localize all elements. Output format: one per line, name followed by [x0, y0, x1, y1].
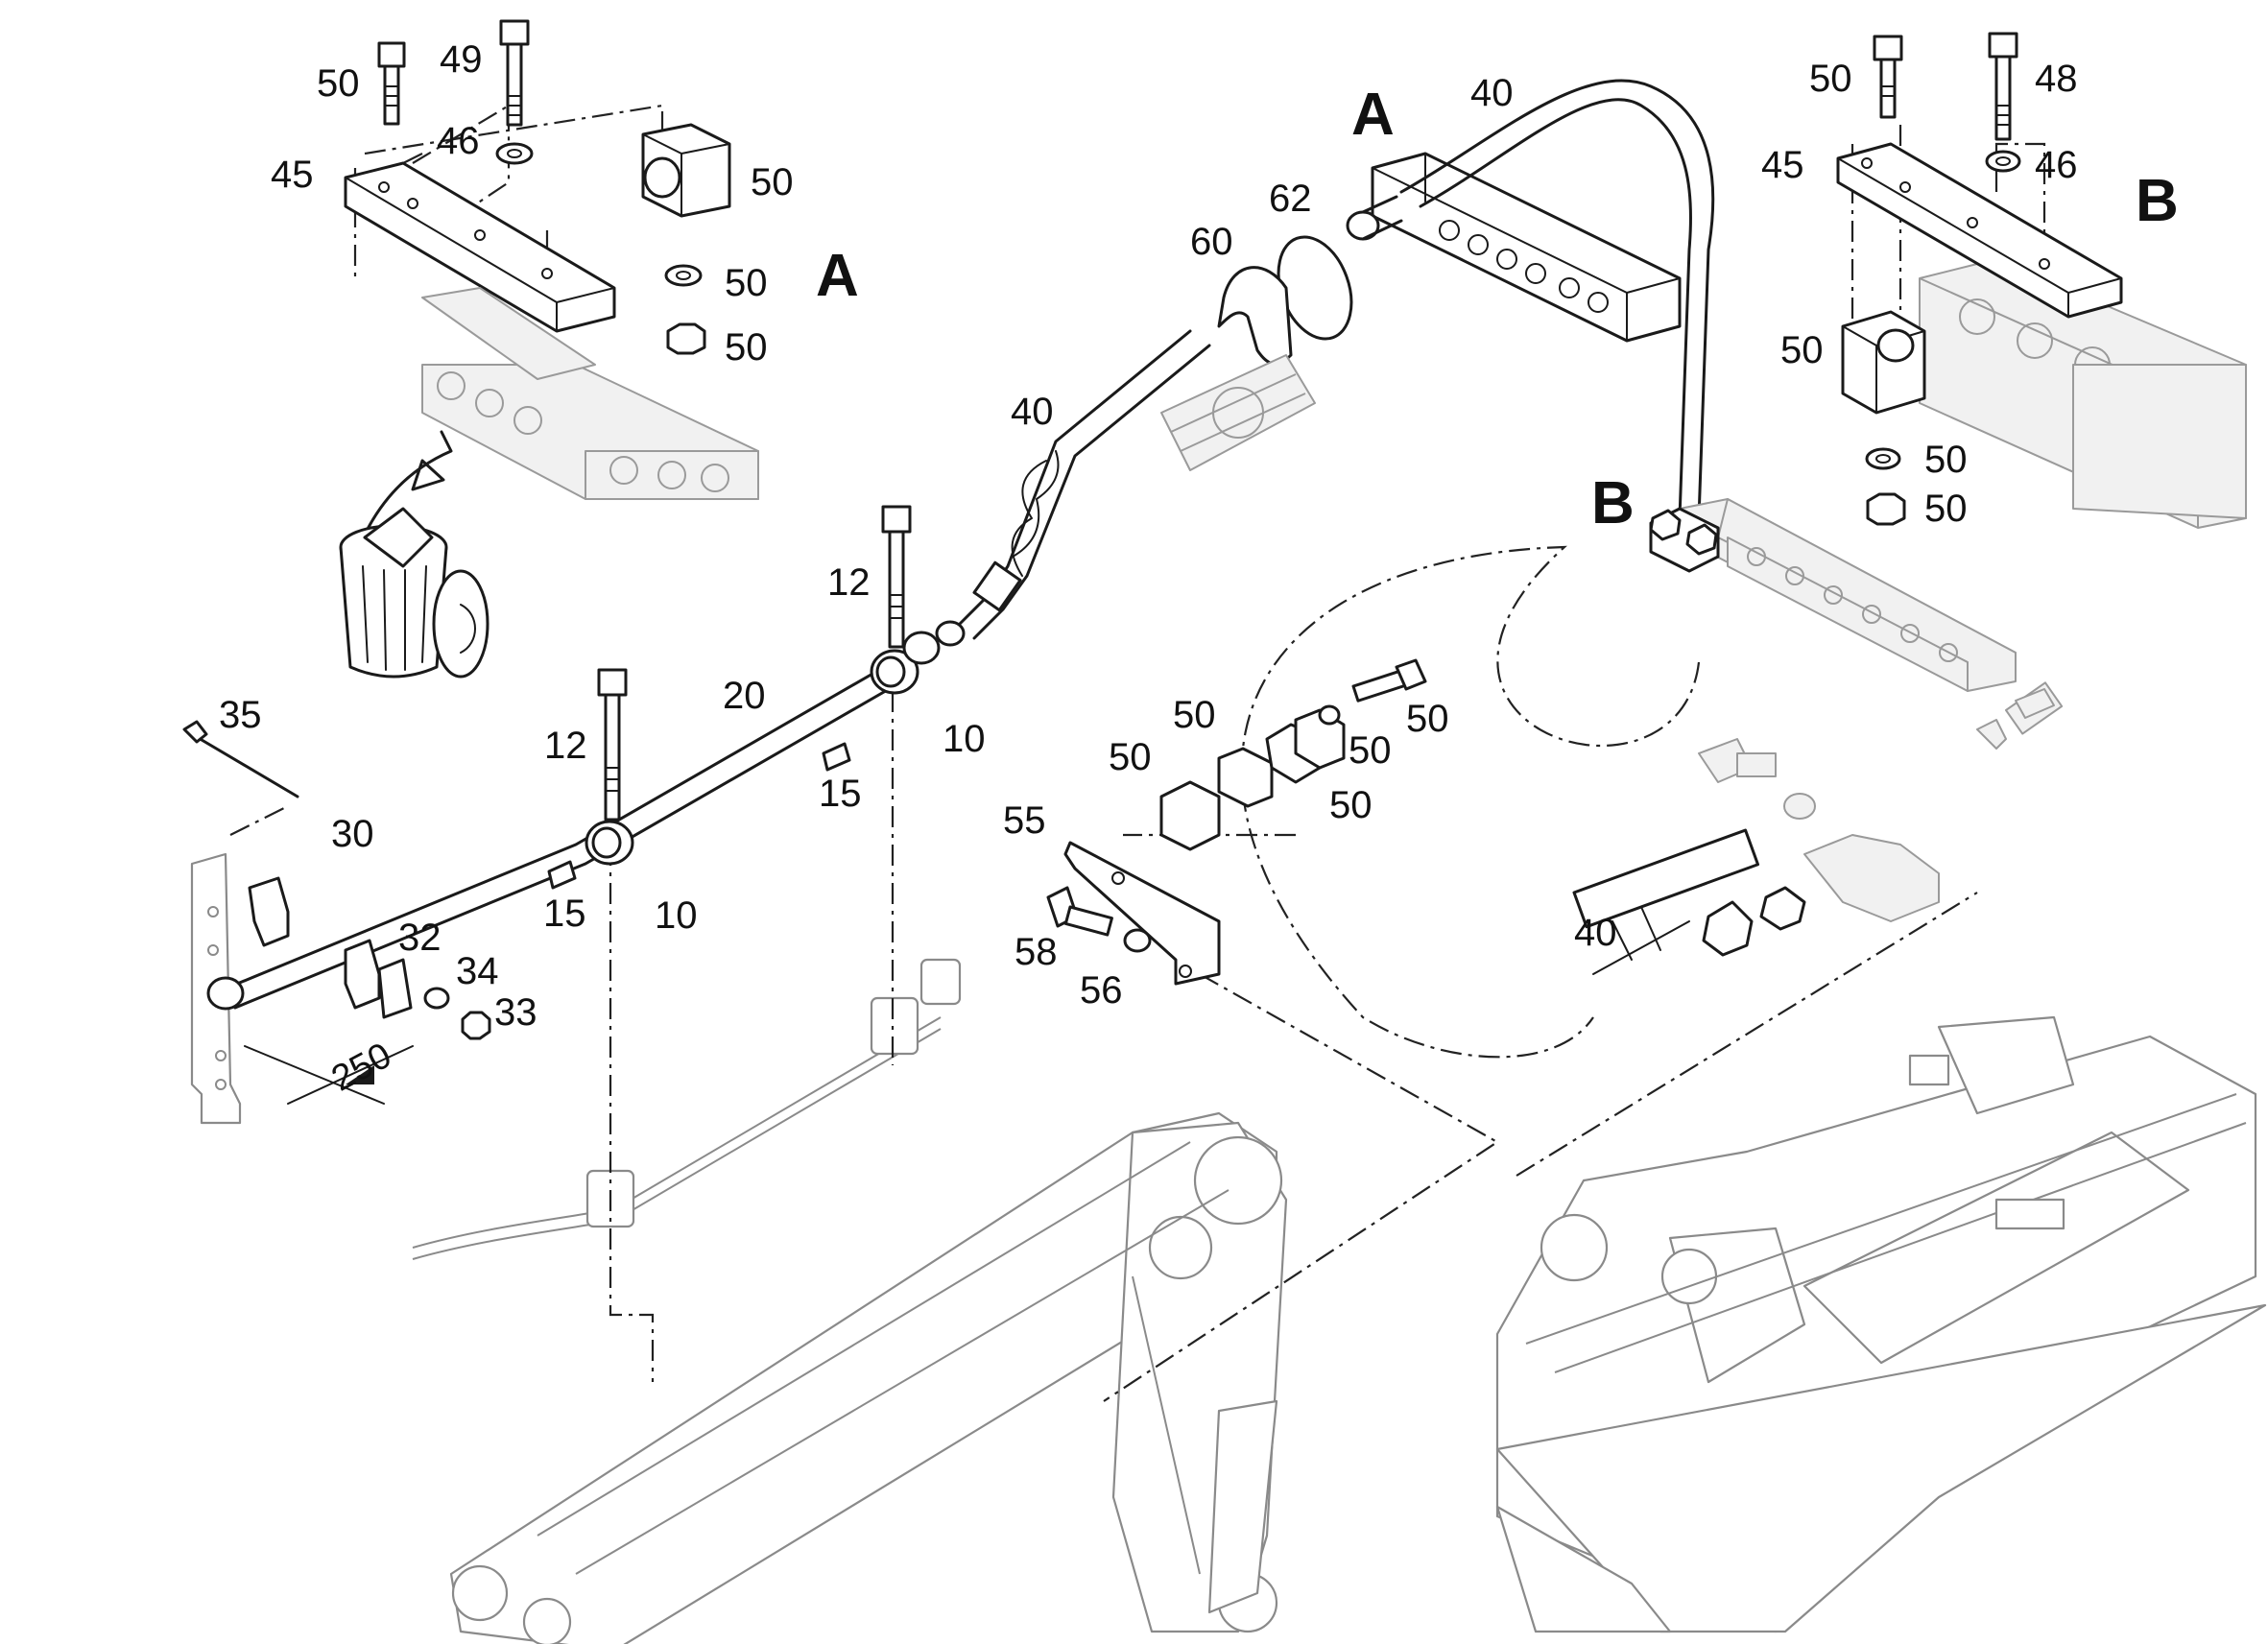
- callout-40: 40: [1574, 912, 1617, 954]
- detail-label-b: B: [2136, 168, 2179, 234]
- callout-62: 62: [1269, 178, 1312, 220]
- detail-label-a: A: [816, 243, 859, 309]
- callout-12: 12: [544, 725, 587, 767]
- detail-a-left: [344, 19, 759, 500]
- callout-50: 50: [1924, 488, 1968, 530]
- callout-30: 30: [331, 813, 374, 855]
- callout-40: 40: [1470, 72, 1514, 114]
- callout-50: 50: [1809, 58, 1852, 100]
- excavator-boom: [449, 1111, 1288, 1644]
- detail-label-b: B: [1591, 470, 1635, 536]
- detail-label-a: A: [1351, 82, 1395, 148]
- callout-48: 48: [2035, 58, 2078, 100]
- callout-60: 60: [1190, 221, 1233, 263]
- callout-50: 50: [1173, 694, 1216, 736]
- callout-45: 45: [1761, 144, 1804, 186]
- trash-can-icon: [339, 430, 489, 679]
- callout-33: 33: [494, 991, 537, 1034]
- callout-15: 15: [819, 773, 862, 815]
- callout-50: 50: [1349, 729, 1392, 772]
- callout-15: 15: [543, 893, 586, 935]
- mount-bracket: [182, 720, 491, 1125]
- callout-40: 40: [1011, 391, 1054, 433]
- callout-56: 56: [1080, 969, 1123, 1012]
- callout-58: 58: [1015, 931, 1058, 973]
- callout-50: 50: [1109, 736, 1152, 778]
- callout-50: 50: [1780, 329, 1824, 371]
- machine-chassis: [1495, 1015, 2267, 1633]
- callout-50: 50: [1406, 698, 1449, 740]
- center-clamp-set: [1046, 658, 1427, 986]
- callout-46: 46: [437, 120, 480, 162]
- callout-10: 10: [655, 894, 698, 937]
- callout-50: 50: [725, 262, 768, 304]
- callout-50: 50: [725, 326, 768, 369]
- callout-50: 50: [751, 161, 794, 203]
- callout-45: 45: [271, 154, 314, 196]
- callout-35: 35: [219, 694, 262, 736]
- callout-20: 20: [723, 675, 766, 717]
- callout-50: 50: [317, 62, 360, 105]
- callout-12: 12: [827, 561, 871, 604]
- detail-b-right: [1836, 32, 2247, 529]
- detail-a-right: [1160, 79, 1715, 520]
- callout-50: 50: [1924, 439, 1968, 481]
- callout-10: 10: [943, 718, 986, 760]
- callout-50: 50: [1329, 784, 1373, 826]
- callout-49: 49: [440, 38, 483, 81]
- callout-32: 32: [398, 917, 442, 959]
- callout-46: 46: [2035, 144, 2078, 186]
- dimension-250: 250: [325, 1036, 398, 1100]
- callout-55: 55: [1003, 799, 1046, 842]
- detail-b-clamp: [1649, 498, 2017, 692]
- boom-pipe-ghost: [412, 958, 962, 1260]
- callout-34: 34: [456, 950, 499, 992]
- hose-lower: [1572, 681, 2064, 975]
